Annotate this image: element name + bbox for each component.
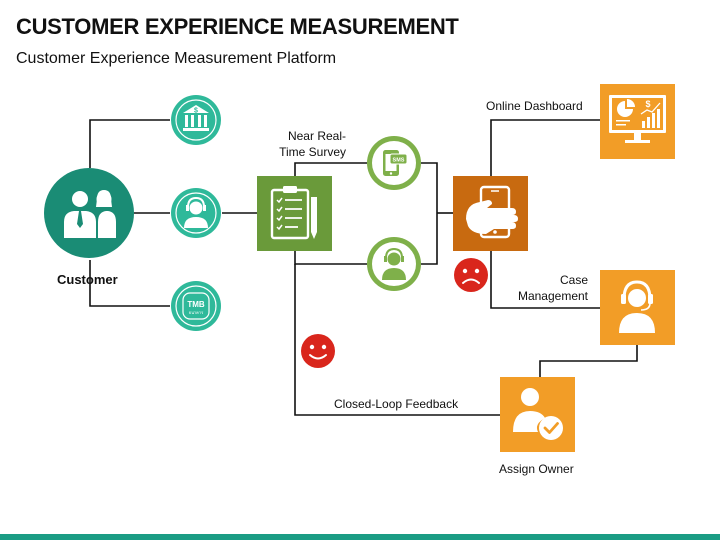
mobile-hand-icon xyxy=(466,185,518,239)
customer-node xyxy=(44,168,134,258)
case-management-label: Case Management xyxy=(500,272,588,304)
svg-text:$: $ xyxy=(645,99,650,109)
headset-agent-icon xyxy=(619,280,655,333)
assign-owner-node xyxy=(500,377,575,452)
assign-owner-check-icon xyxy=(513,388,563,440)
near-real-time-line-2: Time Survey xyxy=(279,145,346,159)
connector-lines xyxy=(89,119,638,416)
mobile-node xyxy=(453,176,528,251)
dashboard-node: $ xyxy=(600,84,675,159)
tmb-bank-node: TMB ธนาคาร xyxy=(171,281,221,331)
svg-text:$: $ xyxy=(194,108,198,115)
dashboard-label: Online Dashboard xyxy=(486,99,583,113)
happy-face-icon xyxy=(301,334,335,368)
case-label-line-1: Case xyxy=(559,273,588,287)
bottom-accent-bar xyxy=(0,534,720,540)
tmb-badge-icon: TMB ธนาคาร xyxy=(182,292,210,320)
page-title: CUSTOMER EXPERIENCE MEASUREMENT xyxy=(16,14,459,39)
near-real-time-label: Near Real- Time Survey xyxy=(272,128,346,160)
support-agent-node xyxy=(171,188,221,238)
bank-dollar-icon: $ xyxy=(183,105,209,131)
sms-node: SMS xyxy=(367,136,421,190)
near-real-time-line-1: Near Real- xyxy=(287,129,346,143)
tmb-badge-text: TMB xyxy=(187,300,205,309)
support-agent-icon xyxy=(184,196,208,228)
tmb-badge-subtext: ธนาคาร xyxy=(189,310,204,315)
call-agent-icon xyxy=(382,247,406,280)
sms-badge-text: SMS xyxy=(393,158,405,164)
case-label-line-2: Management xyxy=(517,289,588,303)
sms-phone-icon: SMS xyxy=(383,150,408,176)
dashboard-monitor-icon: $ xyxy=(609,95,666,143)
call-agent-node xyxy=(367,237,421,291)
assign-owner-label: Assign Owner xyxy=(499,462,574,476)
survey-node xyxy=(257,176,332,251)
closed-loop-label: Closed-Loop Feedback xyxy=(334,397,459,411)
customer-group-icon xyxy=(64,190,116,238)
bank-node: $ xyxy=(171,95,221,145)
sad-face-icon xyxy=(454,258,488,292)
survey-clipboard-icon xyxy=(270,186,317,240)
customer-label: Customer xyxy=(57,272,118,287)
case-management-node xyxy=(600,270,675,345)
page-subtitle: Customer Experience Measurement Platform xyxy=(16,50,337,67)
